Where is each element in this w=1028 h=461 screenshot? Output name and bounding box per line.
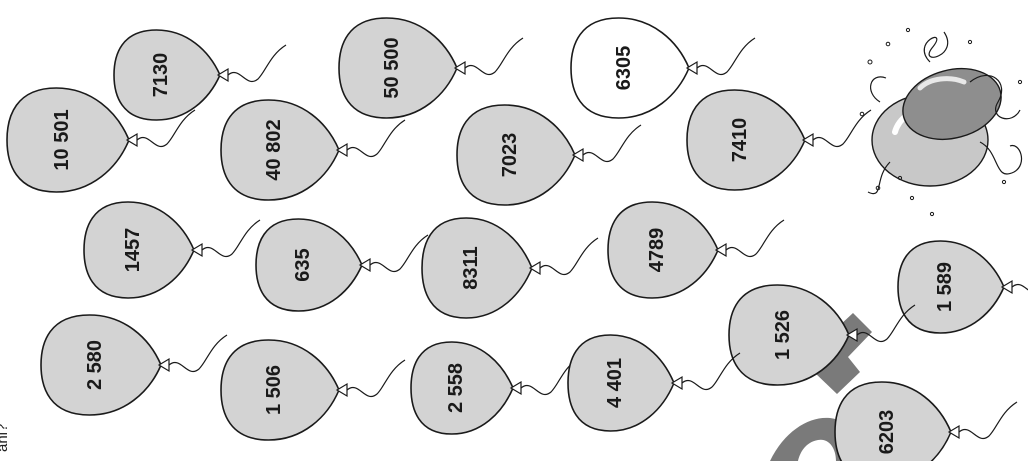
balloon: 1 526 [728, 284, 916, 386]
balloon-knot [358, 257, 371, 273]
balloon-knot [125, 132, 138, 148]
balloon-number: 7023 [499, 133, 521, 178]
balloon-number: 6305 [613, 46, 635, 91]
balloon-body [728, 284, 850, 386]
balloon: 10 501 [6, 87, 196, 193]
balloon-knot [190, 242, 203, 258]
balloon-number: 2 580 [84, 340, 106, 390]
balloon: 7130 [113, 29, 287, 121]
balloon-string [1011, 284, 1028, 291]
balloon-knot [335, 382, 348, 398]
balloon-number: 1 526 [772, 310, 794, 360]
balloon-number: 1 506 [263, 365, 285, 415]
balloon-knot [509, 380, 522, 396]
balloon-body [338, 17, 458, 119]
balloon: 1 589 [897, 240, 1028, 334]
balloon-string [856, 304, 916, 342]
cropped-instruction-text: ahl? [0, 423, 11, 452]
balloon: 6203 [834, 381, 1018, 461]
balloon-number: 10 501 [51, 109, 73, 170]
balloon-knot [714, 242, 727, 258]
balloon-number: 1457 [122, 228, 144, 273]
balloon: 1 506 [220, 339, 406, 441]
balloon-number: 8311 [460, 246, 482, 289]
balloon-knot [801, 132, 814, 148]
balloon: 2 558 [410, 341, 580, 435]
balloon-number: 40 802 [263, 119, 285, 180]
balloon-layer: 7130 10 501 50 500 40 802 6305 7023 7410 1457 63… [6, 17, 1028, 461]
balloon-body [897, 240, 1005, 334]
balloon-number: 6203 [876, 410, 898, 455]
balloon-string [136, 109, 196, 147]
balloon-string [520, 357, 580, 395]
balloon-string [227, 44, 287, 82]
balloon-string [346, 119, 406, 157]
balloon-string [812, 109, 872, 147]
balloon-body [40, 314, 162, 416]
balloon-body [255, 218, 363, 312]
balloon: 4789 [607, 201, 785, 299]
balloon-string [958, 401, 1018, 439]
balloon: 2 580 [40, 314, 228, 416]
balloon-body [570, 17, 690, 119]
balloon-knot [685, 60, 698, 76]
balloon-knot [216, 67, 229, 83]
balloon-body [83, 201, 195, 299]
balloon-knot [1000, 279, 1013, 295]
balloon-number: 4789 [646, 228, 668, 273]
balloon-number: 7410 [729, 118, 751, 163]
balloon-string [582, 124, 642, 162]
balloon-string [696, 37, 756, 75]
balloon-body [686, 89, 806, 191]
balloon-string [346, 359, 406, 397]
balloon: 7410 [686, 89, 872, 191]
balloon-string [539, 237, 599, 275]
balloon-string [369, 234, 429, 272]
balloon-knot [335, 142, 348, 158]
balloon-body [220, 99, 340, 201]
balloon-body [113, 29, 221, 121]
balloon-number: 1 589 [934, 262, 956, 312]
balloon: 50 500 [338, 17, 524, 119]
balloon: 4 401 [567, 334, 741, 432]
balloon: 7023 [456, 104, 642, 206]
balloon-string [201, 219, 261, 257]
balloon-knot [157, 357, 170, 373]
balloon-knot [947, 424, 960, 440]
balloon: 8311 [421, 217, 599, 319]
balloon-string [681, 352, 741, 390]
balloon-body [421, 217, 533, 319]
balloon-number: 635 [292, 248, 314, 281]
balloon-body [6, 87, 130, 193]
balloon-knot [453, 60, 466, 76]
balloon-string [725, 219, 785, 257]
balloon-string [464, 37, 524, 75]
balloon-knot [528, 260, 541, 276]
balloon: 40 802 [220, 99, 406, 201]
balloon-number: 7130 [150, 53, 172, 98]
balloon-knot [571, 147, 584, 163]
balloon-body [410, 341, 514, 435]
balloon-body [456, 104, 576, 206]
balloon-body [607, 201, 719, 299]
balloon-number: 2 558 [445, 363, 467, 413]
balloon-number: 50 500 [381, 37, 403, 98]
balloon-bunch-icon [859, 27, 1023, 217]
balloon-number: 4 401 [604, 358, 626, 408]
balloon-body [834, 381, 952, 461]
balloon: 6305 [570, 17, 756, 119]
balloon-string [168, 334, 228, 372]
balloon: 635 [255, 218, 429, 312]
balloon-body [567, 334, 675, 432]
balloon: 1457 [83, 201, 261, 299]
balloon-knot [670, 375, 683, 391]
balloon-body [220, 339, 340, 441]
